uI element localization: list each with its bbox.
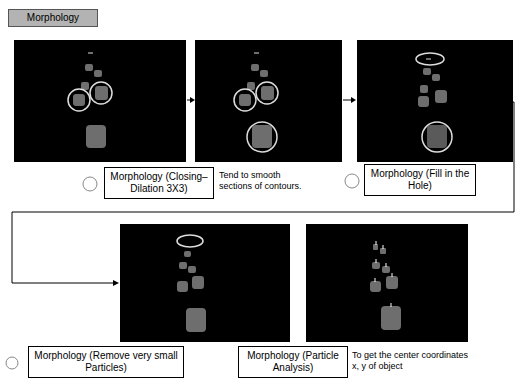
image-closing-input: [14, 40, 186, 162]
flow-arrows: [12, 100, 514, 283]
process-box: Morphology (Particle Analysis): [238, 346, 348, 378]
process-box: Morphology (Fill in the Hole): [364, 164, 476, 196]
process-box: Morphology (Closing– Dilation 3X3): [104, 167, 214, 199]
image-fill-hole: [357, 40, 513, 162]
marker-circles: [6, 174, 359, 369]
title-box: Morphology: [8, 9, 98, 27]
note-text: Tend to smooth sections of contours.: [219, 170, 315, 192]
box-text: Morphology (Particle Analysis): [243, 350, 343, 374]
image-remove-particles: [120, 224, 290, 342]
image-closing-output: [195, 40, 342, 162]
note-text: To get the center coordinates x, y of ob…: [352, 350, 476, 372]
box-text: Morphology: [27, 12, 79, 24]
box-text: Morphology (Remove very small Particles): [33, 350, 179, 374]
image-particle-analysis: [306, 224, 468, 342]
box-text: Morphology (Fill in the Hole): [369, 168, 471, 192]
box-text: Morphology (Closing– Dilation 3X3): [109, 171, 209, 195]
process-box: Morphology (Remove very small Particles): [28, 346, 184, 378]
